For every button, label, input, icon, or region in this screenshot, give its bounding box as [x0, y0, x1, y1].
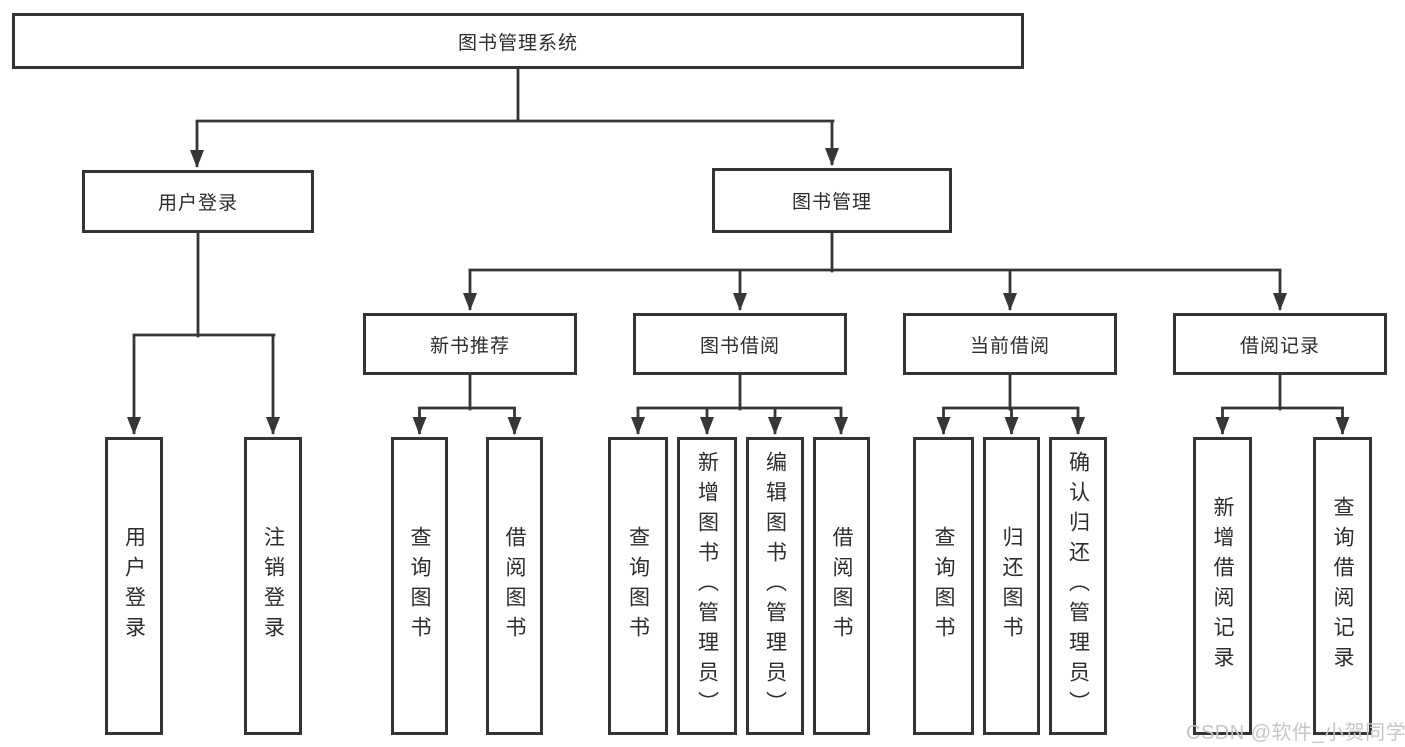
leaf-edit-book-admin: 编辑图书（管理员） [746, 437, 804, 735]
node-label: 新书推荐 [429, 335, 510, 357]
node-book-management: 图书管理 [712, 168, 952, 233]
leaf-add-book-admin: 新增图书（管理员） [677, 437, 737, 735]
node-label: 当前借阅 [969, 335, 1050, 357]
node-label: 借阅记录 [1239, 335, 1320, 357]
node-book-borrowing: 图书借阅 [633, 313, 847, 375]
leaf-label: 查询借阅记录 [1331, 496, 1354, 676]
leaf-label: 借阅图书 [830, 526, 853, 646]
node-label: 图书管理系统 [457, 32, 578, 54]
leaf-label: 借阅图书 [503, 526, 526, 646]
leaf-borrow-books-recommend: 借阅图书 [486, 437, 543, 735]
leaf-label: 注销登录 [261, 526, 285, 646]
leaf-label: 查询图书 [626, 526, 650, 646]
node-label: 图书管理 [791, 192, 872, 213]
leaf-label: 确认归还（管理员） [1066, 451, 1090, 721]
leaf-label: 查询图书 [932, 526, 955, 646]
leaf-user-login: 用户登录 [105, 437, 163, 735]
leaf-label: 归还图书 [1000, 526, 1023, 646]
node-library-management-system: 图书管理系统 [12, 13, 1024, 69]
node-label: 用户登录 [157, 193, 238, 214]
leaf-query-books-borrow: 查询图书 [608, 437, 668, 735]
node-user-login: 用户登录 [82, 170, 314, 233]
leaf-confirm-return-admin: 确认归还（管理员） [1049, 437, 1107, 735]
watermark: CSDN @软件_小贺同学 [1186, 722, 1405, 744]
arrow-connectors [127, 121, 1350, 435]
leaf-label: 新增借阅记录 [1211, 496, 1234, 676]
leaf-return-book: 归还图书 [983, 437, 1040, 735]
leaf-label: 新增图书（管理员） [695, 451, 719, 721]
leaf-add-borrow-record: 新增借阅记录 [1193, 437, 1252, 735]
node-borrowing-records: 借阅记录 [1173, 313, 1387, 375]
node-current-borrowing: 当前借阅 [903, 313, 1117, 375]
node-label: 图书借阅 [699, 335, 780, 357]
leaf-query-books-recommend: 查询图书 [391, 437, 448, 735]
node-new-book-recommend: 新书推荐 [363, 313, 577, 375]
leaf-borrow-books: 借阅图书 [813, 437, 870, 735]
branch-segments [132, 67, 1344, 411]
leaf-query-borrow-record: 查询借阅记录 [1313, 437, 1372, 735]
leaf-label: 用户登录 [122, 526, 146, 646]
leaf-query-books-current: 查询图书 [913, 437, 974, 735]
leaf-label: 查询图书 [408, 526, 431, 646]
leaf-label: 编辑图书（管理员） [763, 451, 787, 721]
leaf-logout: 注销登录 [244, 437, 302, 735]
